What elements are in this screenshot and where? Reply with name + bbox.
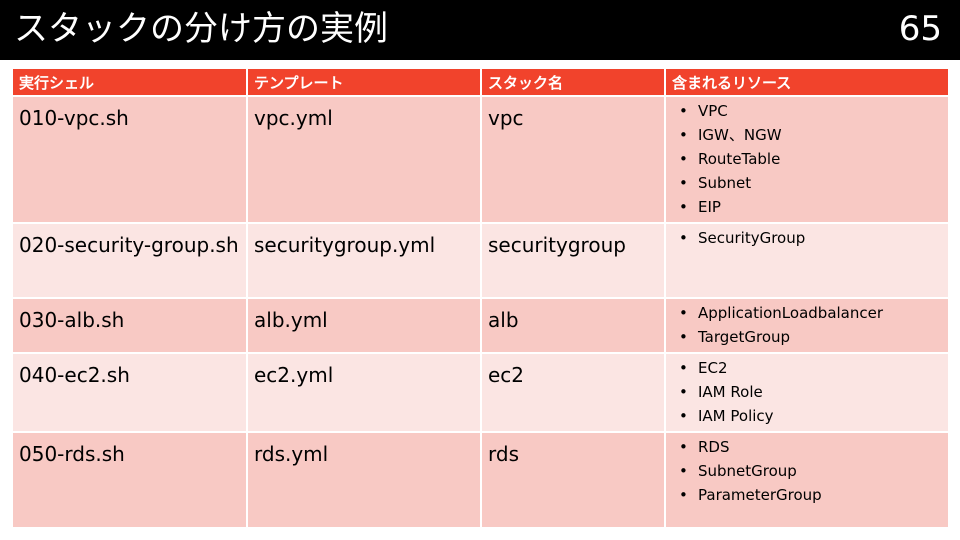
resource-label: EIP [698, 198, 721, 216]
cell-stack-name: ec2 [481, 352, 666, 432]
bullet-icon: • [679, 229, 688, 247]
resource-list: • EC2 • IAM Role • IAM Policy [672, 356, 942, 428]
cell-resources: • EC2 • IAM Role • IAM Policy [665, 352, 948, 432]
bullet-icon: • [679, 462, 688, 480]
resource-item: • SecurityGroup [676, 226, 942, 250]
resource-label: RDS [698, 438, 730, 456]
resource-list: • VPC • IGW、NGW • RouteTable • Subnet • EIP [672, 99, 942, 219]
cell-template: vpc.yml [247, 95, 482, 223]
resource-item: • IGW、NGW [676, 123, 942, 147]
cell-template: securitygroup.yml [247, 222, 482, 298]
cell-stack-name: vpc [481, 95, 666, 223]
header-stack-name: スタック名 [481, 69, 666, 96]
cell-resources: • RDS • SubnetGroup • ParameterGroup [665, 431, 948, 527]
cell-shell: 020-security-group.sh [13, 222, 248, 298]
bullet-icon: • [679, 486, 688, 504]
resource-label: SubnetGroup [698, 462, 797, 480]
resource-item: • IAM Role [676, 380, 942, 404]
bullet-icon: • [679, 198, 688, 216]
resource-label: SecurityGroup [698, 229, 806, 247]
cell-stack-name: rds [481, 431, 666, 527]
cell-shell: 010-vpc.sh [13, 95, 248, 223]
table-row: 030-alb.sh alb.yml alb • ApplicationLoadb… [13, 297, 948, 353]
bullet-icon: • [679, 407, 688, 425]
cell-resources: • ApplicationLoadbalancer • TargetGroup [665, 297, 948, 353]
cell-template: alb.yml [247, 297, 482, 353]
bullet-icon: • [679, 102, 688, 120]
resource-item: • ParameterGroup [676, 483, 942, 507]
table-row: 010-vpc.sh vpc.yml vpc • VPC • IGW、NGW • Ro… [13, 95, 948, 223]
header-row: 実行シェル テンプレート スタック名 含まれるリソース [13, 69, 948, 96]
resource-label: TargetGroup [698, 328, 791, 346]
table-row: 020-security-group.sh securitygroup.yml … [13, 222, 948, 298]
cell-resources: • SecurityGroup [665, 222, 948, 298]
resource-label: IAM Policy [698, 407, 774, 425]
page-number: 65 [898, 9, 942, 49]
slide-title: スタックの分け方の実例 [14, 9, 388, 49]
resource-list: • ApplicationLoadbalancer • TargetGroup [672, 301, 942, 349]
cell-shell: 050-rds.sh [13, 431, 248, 527]
bullet-icon: • [679, 383, 688, 401]
resource-label: ParameterGroup [698, 486, 822, 504]
resource-list: • RDS • SubnetGroup • ParameterGroup [672, 435, 942, 507]
resource-item: • IAM Policy [676, 404, 942, 428]
resource-item: • TargetGroup [676, 325, 942, 349]
resource-list: • SecurityGroup [672, 226, 942, 250]
cell-template: rds.yml [247, 431, 482, 527]
resource-label: RouteTable [698, 150, 781, 168]
bullet-icon: • [679, 328, 688, 346]
bullet-icon: • [679, 126, 688, 144]
cell-stack-name: securitygroup [481, 222, 666, 298]
resource-item: • VPC [676, 99, 942, 123]
bullet-icon: • [679, 359, 688, 377]
cell-shell: 030-alb.sh [13, 297, 248, 353]
cell-template: ec2.yml [247, 352, 482, 432]
resource-label: IAM Role [698, 383, 763, 401]
resource-item: • SubnetGroup [676, 459, 942, 483]
table-row: 040-ec2.sh ec2.yml ec2 • EC2 • IAM Role • I… [13, 352, 948, 432]
stack-table: 実行シェル テンプレート スタック名 含まれるリソース 010-vpc.sh v… [13, 69, 948, 527]
resource-item: • EIP [676, 195, 942, 219]
bullet-icon: • [679, 150, 688, 168]
resource-label: EC2 [698, 359, 728, 377]
resource-item: • RDS [676, 435, 942, 459]
resource-item: • ApplicationLoadbalancer [676, 301, 942, 325]
resource-label: VPC [698, 102, 728, 120]
bullet-icon: • [679, 304, 688, 322]
resource-label: Subnet [698, 174, 752, 192]
header-resources: 含まれるリソース [665, 69, 948, 96]
title-bar: スタックの分け方の実例 65 [0, 0, 960, 60]
resource-label: IGW、NGW [698, 126, 782, 144]
resource-item: • RouteTable [676, 147, 942, 171]
header-shell: 実行シェル [13, 69, 248, 96]
table-row: 050-rds.sh rds.yml rds • RDS • SubnetGroup… [13, 431, 948, 527]
header-template: テンプレート [247, 69, 482, 96]
cell-stack-name: alb [481, 297, 666, 353]
cell-resources: • VPC • IGW、NGW • RouteTable • Subnet • EIP [665, 95, 948, 223]
bullet-icon: • [679, 438, 688, 456]
bullet-icon: • [679, 174, 688, 192]
resource-item: • EC2 [676, 356, 942, 380]
resource-label: ApplicationLoadbalancer [698, 304, 884, 322]
resource-item: • Subnet [676, 171, 942, 195]
cell-shell: 040-ec2.sh [13, 352, 248, 432]
